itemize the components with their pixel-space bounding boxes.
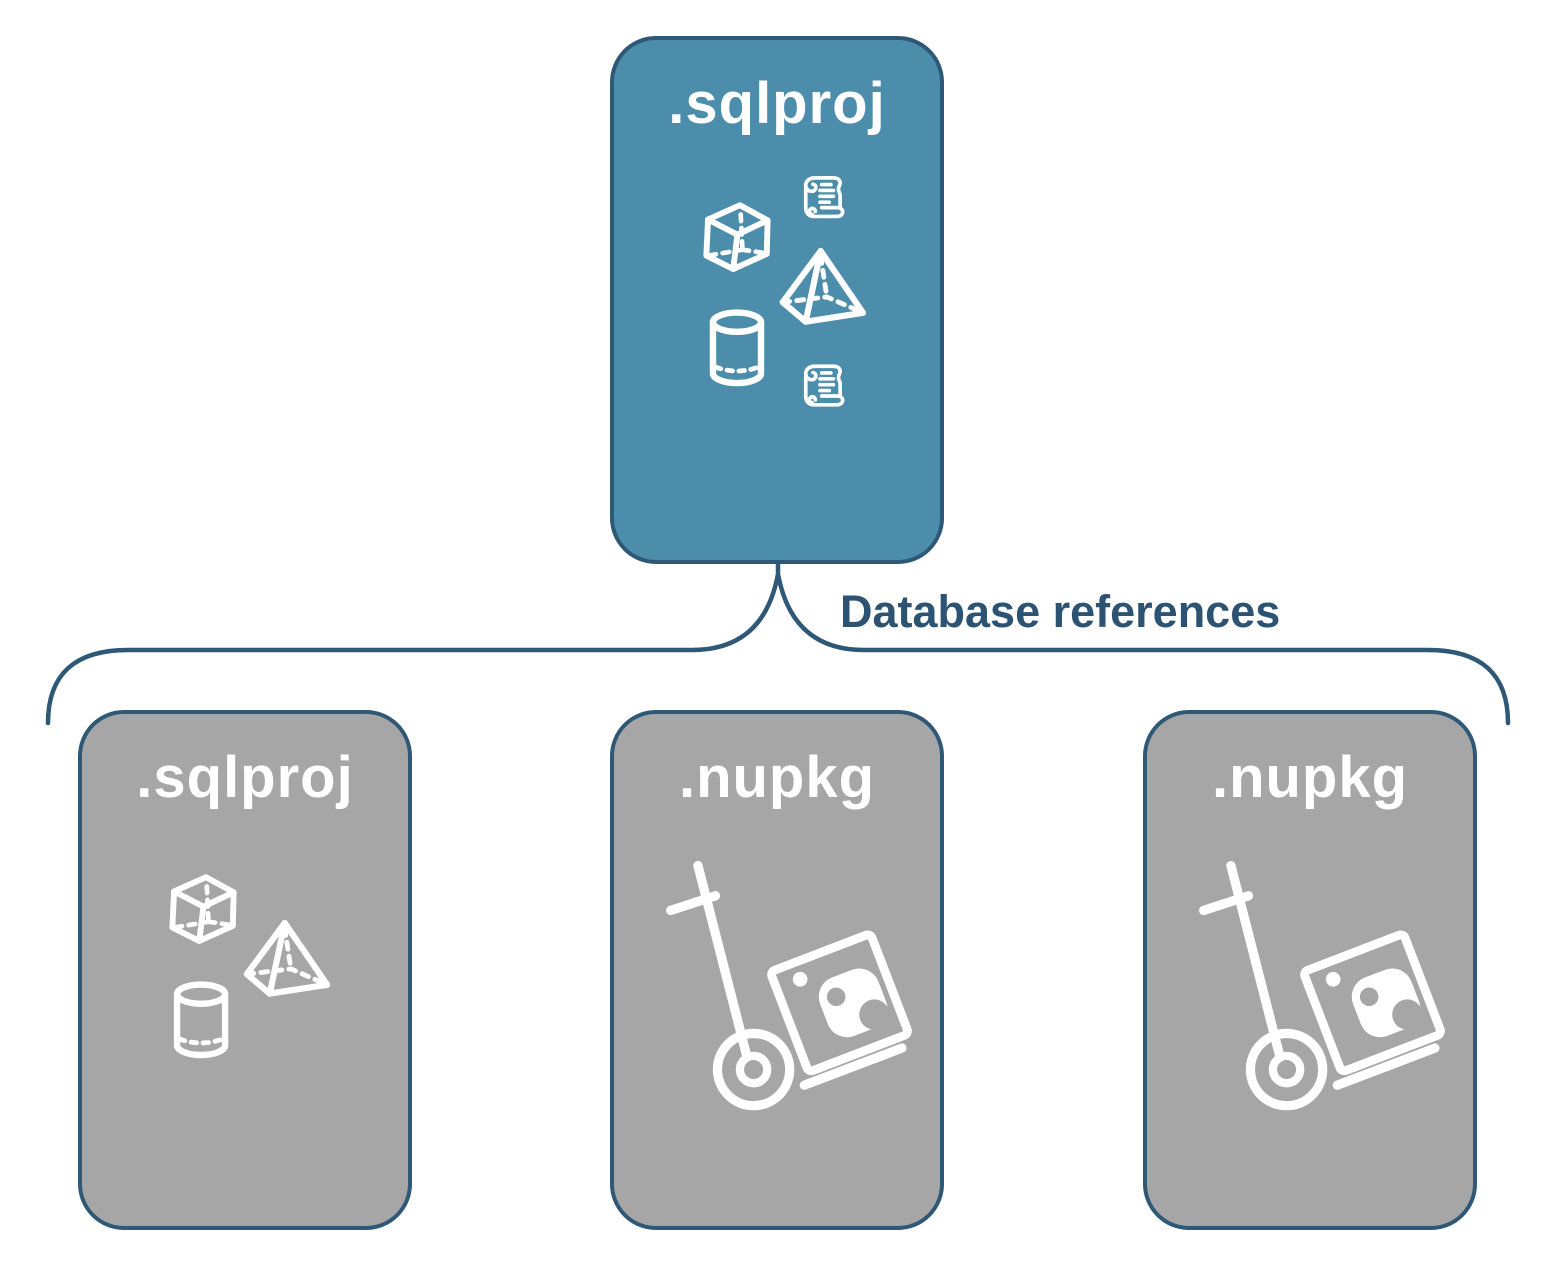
child-box-art [614, 714, 940, 1226]
parent-box-sqlproj: .sqlproj [610, 36, 944, 564]
child-box-title: .sqlproj [136, 745, 354, 810]
child-box-sqlproj: .sqlproj [78, 710, 412, 1230]
script-scroll-icon [803, 176, 845, 219]
cylinder-icon [177, 985, 225, 1055]
pyramid-icon [783, 251, 863, 322]
child-box-nupkg: .nupkg [1143, 710, 1477, 1230]
child-box-title: .nupkg [1211, 745, 1409, 810]
parent-box-art [614, 176, 940, 407]
cylinder-icon [713, 313, 761, 383]
cube-icon [172, 877, 233, 941]
pyramid-icon [247, 923, 327, 994]
child-box-art [82, 714, 408, 1226]
script-scroll-icon [803, 364, 845, 407]
parent-box-title: .sqlproj [668, 71, 886, 136]
cube-icon [706, 205, 767, 269]
package-dolly-icon [671, 866, 909, 1106]
child-box-title: .nupkg [678, 745, 876, 810]
edge-label: Database references [840, 586, 1281, 637]
child-box-nupkg: .nupkg [610, 710, 944, 1230]
child-box-art [1147, 714, 1473, 1226]
package-dolly-icon [1204, 866, 1442, 1106]
